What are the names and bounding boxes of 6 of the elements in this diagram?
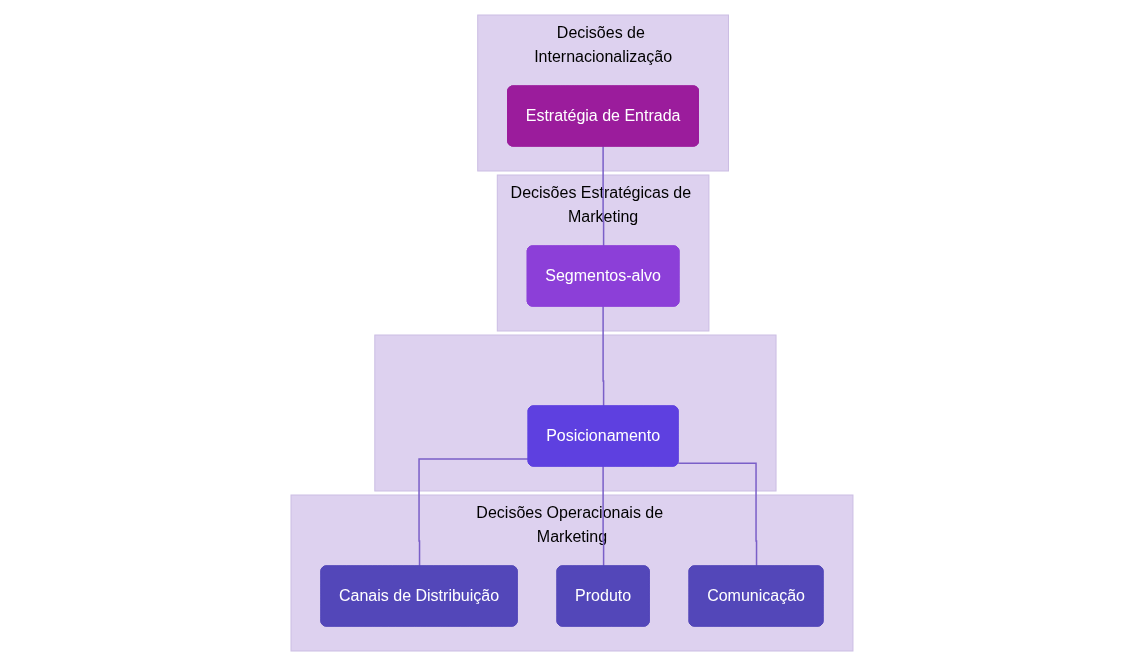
connector <box>417 458 529 568</box>
cluster <box>373 334 777 492</box>
connector <box>676 462 757 568</box>
connector <box>601 465 604 568</box>
connector <box>601 305 604 408</box>
connector <box>601 145 604 248</box>
